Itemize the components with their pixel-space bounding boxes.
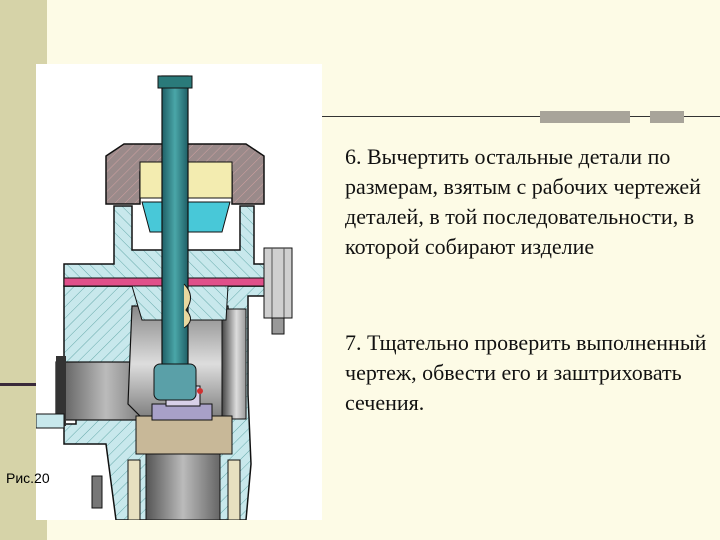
title-rule [36, 116, 720, 117]
strip-accent-line [0, 383, 52, 386]
valve-stem [153, 75, 197, 401]
decor-bar-1 [540, 111, 630, 123]
figure-caption: Рис.20 [6, 470, 50, 486]
cap-nut [105, 143, 265, 205]
drain-plug [91, 475, 103, 509]
outlet-bore [127, 453, 241, 520]
decor-bar-2 [650, 111, 684, 123]
valve-section-drawing [36, 64, 322, 520]
side-bolt [263, 247, 293, 335]
step-7-text: 7. Тщательно проверить выполненный черте… [345, 330, 707, 415]
step-6-text: 6. Вычертить остальные детали по размера… [345, 144, 701, 259]
